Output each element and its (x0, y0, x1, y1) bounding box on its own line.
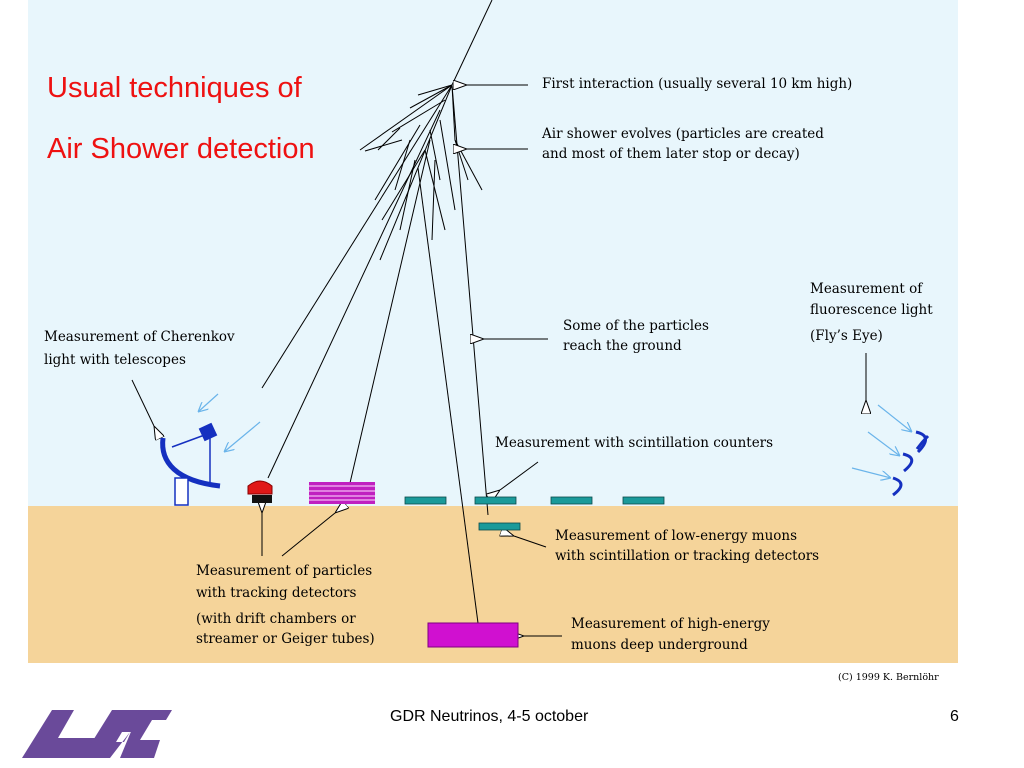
low-energy-muon-counter (478, 522, 521, 531)
label-tracking-1: Measurement of particles (196, 563, 373, 579)
title-pointer-line (364, 139, 403, 152)
arrow-tracking-2 (281, 513, 335, 557)
label-fluorescence-2: fluorescence light (810, 302, 933, 318)
slide-title-line-2: Air Shower detection (47, 133, 315, 165)
label-reach-ground-1: Some of the particles (563, 318, 709, 334)
cherenkov-telescope (160, 393, 261, 506)
arrow-scintillation (500, 461, 539, 490)
air-shower-tracks (261, 0, 493, 624)
sky-area (28, 0, 958, 506)
footer-text: GDR Neutrinos, 4-5 october (390, 708, 589, 725)
label-fluorescence-1: Measurement of (810, 281, 923, 297)
flys-eye-detectors (892, 430, 930, 497)
arrow-cherenkov (131, 379, 154, 426)
page-number: 6 (950, 708, 959, 725)
copyright-note: (C) 1999 K. Bernlöhr (838, 672, 939, 683)
label-tracking-4: streamer or Geiger tubes) (196, 631, 375, 647)
label-low-energy-muons-2: with scintillation or tracking detectors (555, 548, 820, 564)
label-high-energy-muons-2: muons deep underground (571, 637, 748, 653)
label-first-interaction: First interaction (usually several 10 km… (542, 76, 853, 92)
label-low-energy-muons-1: Measurement of low-energy muons (555, 528, 798, 544)
label-tracking-2: with tracking detectors (196, 585, 357, 601)
red-particle-detector (247, 480, 273, 503)
label-shower-evolves-2: and most of them later stop or decay) (542, 146, 800, 162)
scintillation-counters (404, 496, 665, 505)
label-tracking-3: (with drift chambers or (196, 611, 356, 627)
slide-title-line-1: Usual techniques of (47, 72, 302, 104)
lal-logo (22, 710, 172, 758)
label-reach-ground-2: reach the ground (563, 338, 682, 354)
label-cherenkov-2: light with telescopes (44, 352, 186, 368)
label-shower-evolves-1: Air shower evolves (particles are create… (542, 126, 824, 142)
deep-underground-muon-detector (427, 622, 519, 648)
label-fluorescence-3: (Fly’s Eye) (810, 328, 883, 344)
label-high-energy-muons-1: Measurement of high-energy (571, 616, 770, 632)
annotation-arrows (131, 85, 866, 636)
arrow-low-energy-muons (514, 536, 547, 548)
label-scintillation: Measurement with scintillation counters (495, 435, 774, 451)
tracking-detector-stack (309, 482, 375, 504)
label-cherenkov-1: Measurement of Cherenkov (44, 329, 235, 345)
fluorescence-light-rays (851, 404, 912, 478)
